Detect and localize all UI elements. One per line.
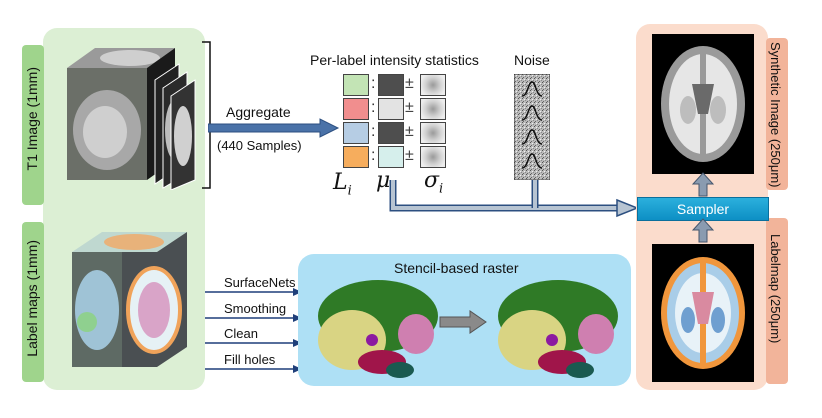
t1-slices [147, 48, 196, 190]
t1-label-tab: T1 Image (1mm) [22, 45, 44, 205]
label-maps-tab: Label maps (1mm) [22, 222, 44, 382]
label-swatch [343, 98, 369, 120]
sigma-swatch [420, 122, 446, 144]
stencil-arrow [439, 310, 487, 334]
noise-panel [514, 74, 550, 180]
stats-colon: : [371, 123, 376, 140]
brain-mesh-right [498, 280, 618, 378]
sigma-swatch [420, 74, 446, 96]
mean-swatch [378, 122, 404, 144]
mean-swatch [378, 74, 404, 96]
mesh-step-arrow [205, 339, 302, 347]
stencil-title: Stencil-based raster [394, 260, 519, 276]
mesh-step-arrow [205, 288, 302, 296]
synthetic-image [652, 34, 754, 174]
labelmap-label: Labelmap (250μm) [768, 234, 783, 344]
mesh-step-label: SurfaceNets [224, 275, 296, 290]
labelmap-up-arrow [692, 218, 714, 243]
stats-colon: : [371, 99, 376, 116]
mean-swatch [378, 98, 404, 120]
plus-minus: ± [405, 123, 414, 140]
label-swatch [343, 122, 369, 144]
stats-colon: : [371, 147, 376, 164]
synthetic-image-label: Synthetic Image (250μm) [768, 42, 783, 188]
noise-title: Noise [514, 52, 550, 68]
plus-minus: ± [405, 99, 414, 116]
synthetic-label-tab: Synthetic Image (250μm) [766, 38, 788, 190]
mean-swatch [378, 146, 404, 168]
stats-title: Per-label intensity statistics [310, 52, 479, 68]
labelmap-label-tab: Labelmap (250μm) [766, 218, 788, 384]
sigma-symbol: σi [424, 168, 444, 197]
t1-volume-cube [67, 48, 196, 190]
plus-minus: ± [405, 147, 414, 164]
sampler-up-arrow [692, 172, 714, 197]
stats-to-sampler-arrow [389, 180, 640, 218]
mesh-step-label: Clean [224, 326, 258, 341]
plus-minus: ± [405, 75, 414, 92]
sigma-swatch [420, 146, 446, 168]
aggregate-samples: (440 Samples) [217, 138, 302, 153]
mesh-step-arrow [205, 365, 302, 373]
label-symbol: Li [333, 170, 352, 199]
aggregate-arrow [208, 118, 340, 138]
aggregate-label: Aggregate [226, 104, 291, 120]
stats-colon: : [371, 75, 376, 92]
brain-mesh-left [318, 280, 438, 378]
t1-image-label: T1 Image (1mm) [24, 67, 40, 171]
label-maps-label: Label maps (1mm) [24, 240, 40, 357]
t1-bracket [202, 41, 211, 189]
mesh-step-arrow [205, 314, 302, 322]
mesh-step-label: Fill holes [224, 352, 276, 367]
labelmap-image [652, 244, 754, 382]
sigma-swatch [420, 98, 446, 120]
label-swatch [343, 146, 369, 168]
label-map-cube [72, 232, 187, 367]
label-swatch [343, 74, 369, 96]
mesh-step-label: Smoothing [224, 301, 287, 316]
